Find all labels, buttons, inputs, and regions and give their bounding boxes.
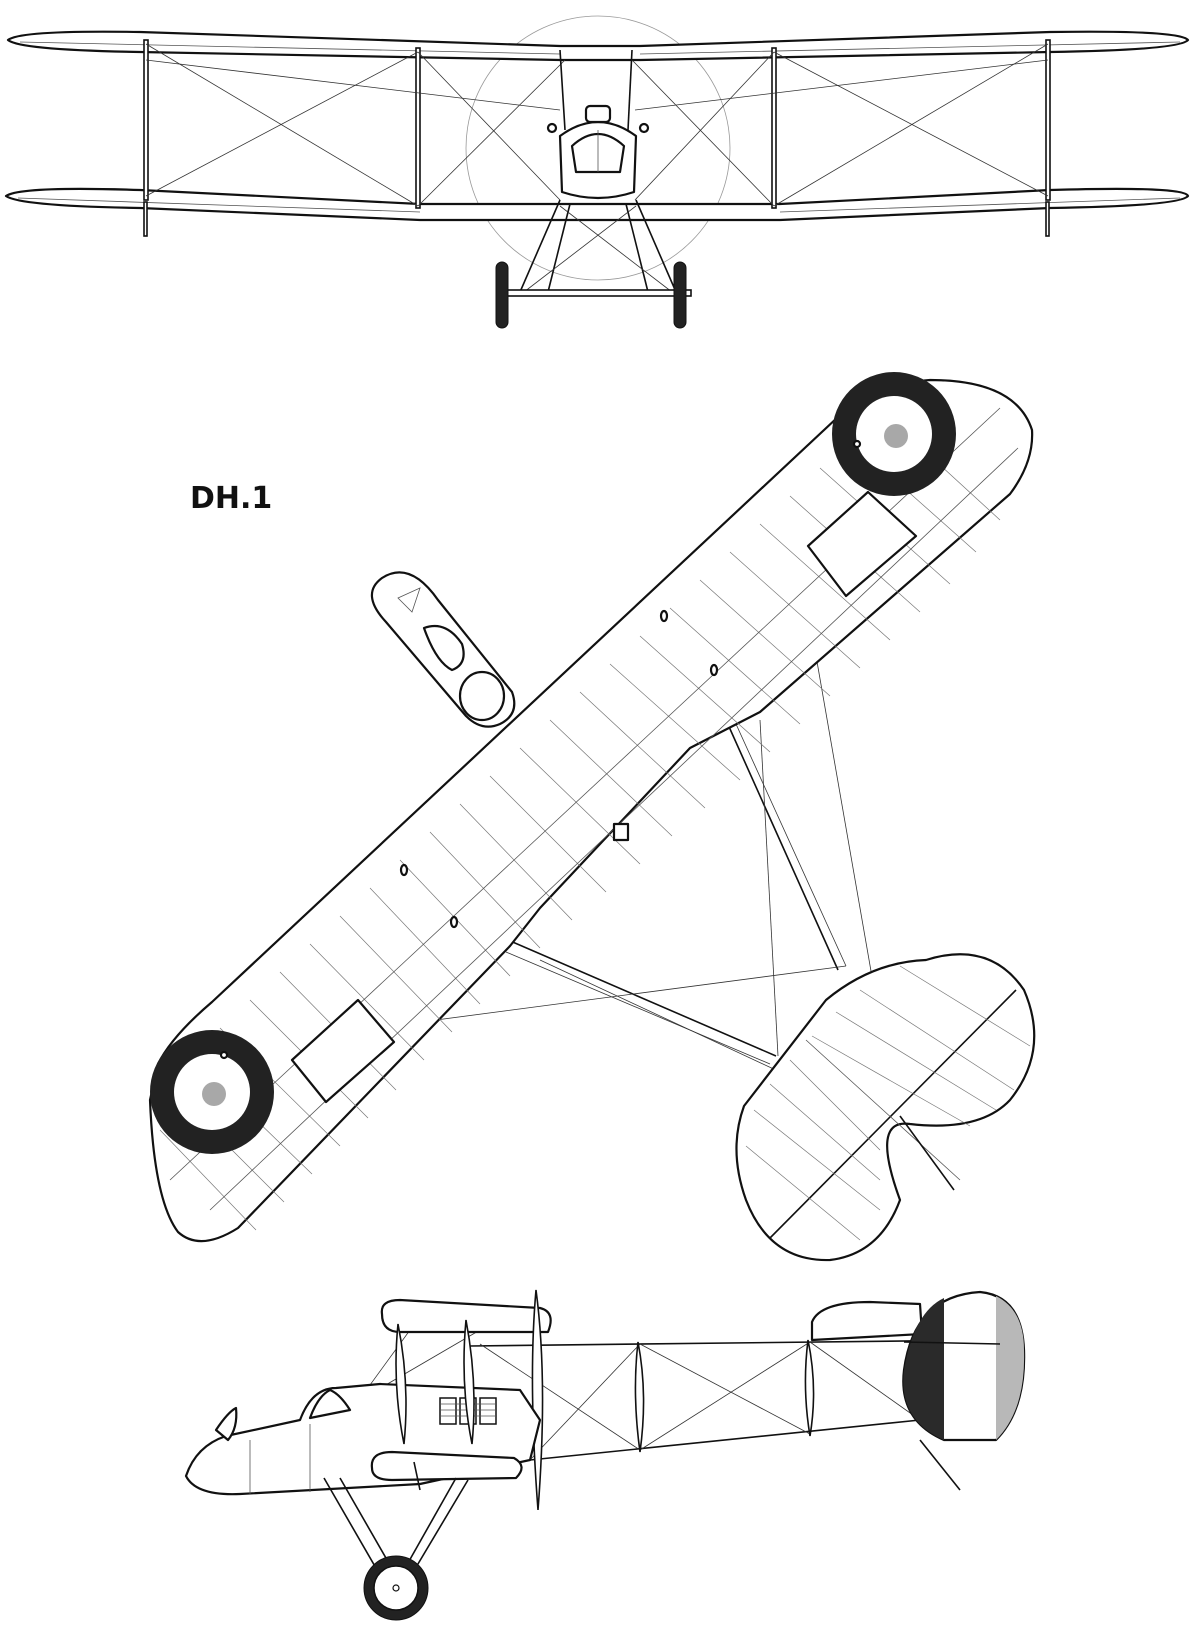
tail-boom [725,719,839,971]
front-undercarriage [495,199,692,329]
front-wheel-left [495,261,509,329]
plan-aileron-left [290,998,396,1104]
front-bracing-wires [145,43,1049,207]
plan-roundel-left [150,1030,274,1154]
front-view [4,15,1190,329]
front-lower-wing [4,187,1190,222]
side-view [184,1289,1026,1621]
propeller-disc [465,15,731,281]
plan-roundel-right [832,372,956,496]
front-strut [1045,39,1051,201]
side-interplane-strut [395,1323,407,1445]
side-interplane-strut [463,1319,475,1445]
front-upper-wing [6,30,1190,62]
plan-tail-ribs [745,965,1031,1241]
side-boom-strut [634,1341,645,1453]
plan-view [148,372,1036,1262]
tail-boom [507,939,777,1057]
side-boom-lower [529,1419,921,1461]
front-strut [143,39,149,201]
side-propeller [531,1289,544,1511]
side-lower-wing [370,1450,523,1482]
side-tailplane [810,1300,924,1342]
front-wheel-right [673,261,687,329]
side-rudder [902,1290,1026,1442]
plan-tailplane [735,953,1036,1262]
side-upper-wing [380,1298,552,1334]
side-boom-upper [469,1339,991,1347]
front-strut [415,47,421,209]
aircraft-designation: DH.1 [190,481,272,516]
plan-aileron-right [806,490,918,598]
side-undercarriage [323,1461,469,1621]
front-strut [771,47,777,209]
side-boom-strut [804,1339,815,1437]
